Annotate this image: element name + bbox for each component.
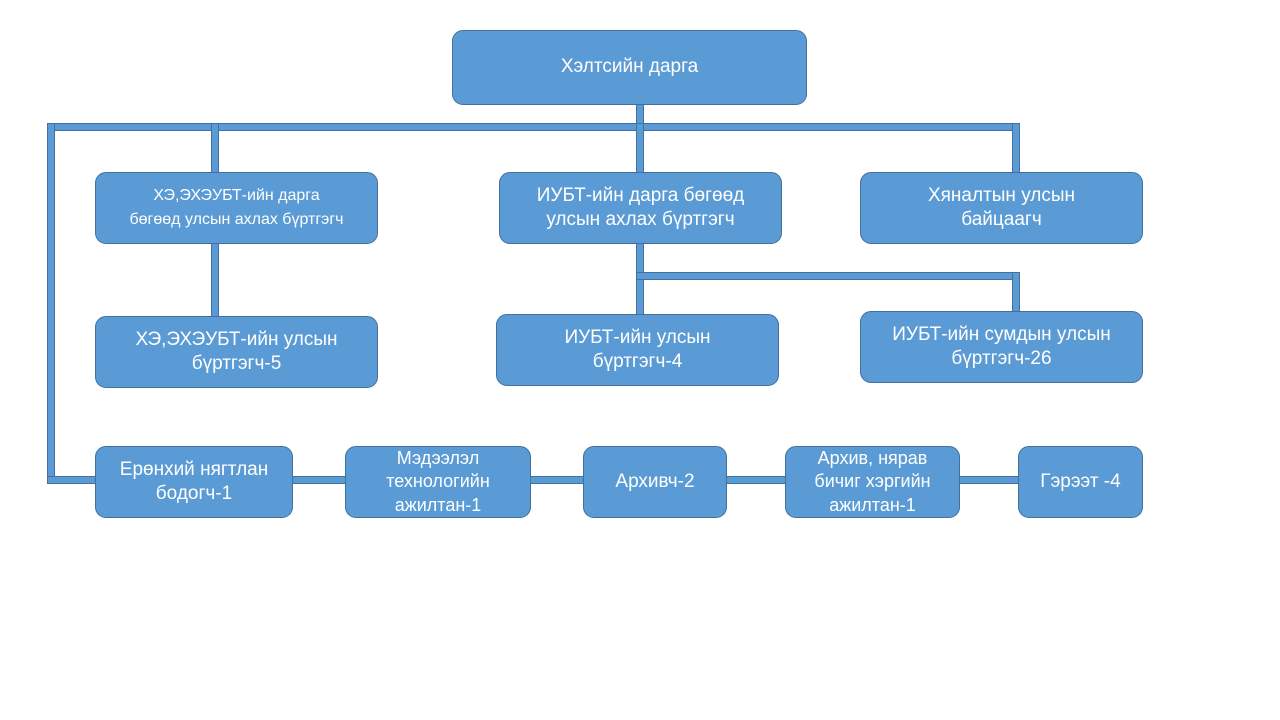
node-center-manager: ИУБТ-ийн дарга бөгөөд улсын ахлах бүртгэ… [499,172,782,244]
node-accountant: Ерөнхий нягтлан бодогч-1 [95,446,293,518]
connector-center-branch-horizontal [636,272,1020,280]
connector-left-manager-to-registrar [211,242,219,318]
connector-to-center-manager [636,123,644,174]
connector-main-horizontal [47,123,1020,131]
connector-left-bottom [47,476,97,484]
node-left-manager: ХЭ,ЭХЭУБТ-ийн дарга бөгөөд улсын ахлах б… [95,172,378,244]
node-archive-clerk: Архив, нярав бичиг хэргийн ажилтан-1 [785,446,960,518]
node-head: Хэлтсийн дарга [452,30,807,105]
node-soum-registrar: ИУБТ-ийн сумдын улсын бүртгэгч-26 [860,311,1143,383]
node-left-registrar: ХЭ,ЭХЭУБТ-ийн улсын бүртгэгч-5 [95,316,378,388]
node-contract: Гэрээт -4 [1018,446,1143,518]
node-it-staff: Мэдээлэл технологийн ажилтан-1 [345,446,531,518]
connector-to-inspector [1012,123,1020,174]
connector-left-vertical [47,123,55,484]
node-inspector: Хяналтын улсын байцаагч [860,172,1143,244]
connector-to-left-manager [211,123,219,174]
connector-to-soum-registrar [1012,272,1020,313]
node-center-registrar: ИУБТ-ийн улсын бүртгэгч-4 [496,314,779,386]
node-archivist: Архивч-2 [583,446,727,518]
